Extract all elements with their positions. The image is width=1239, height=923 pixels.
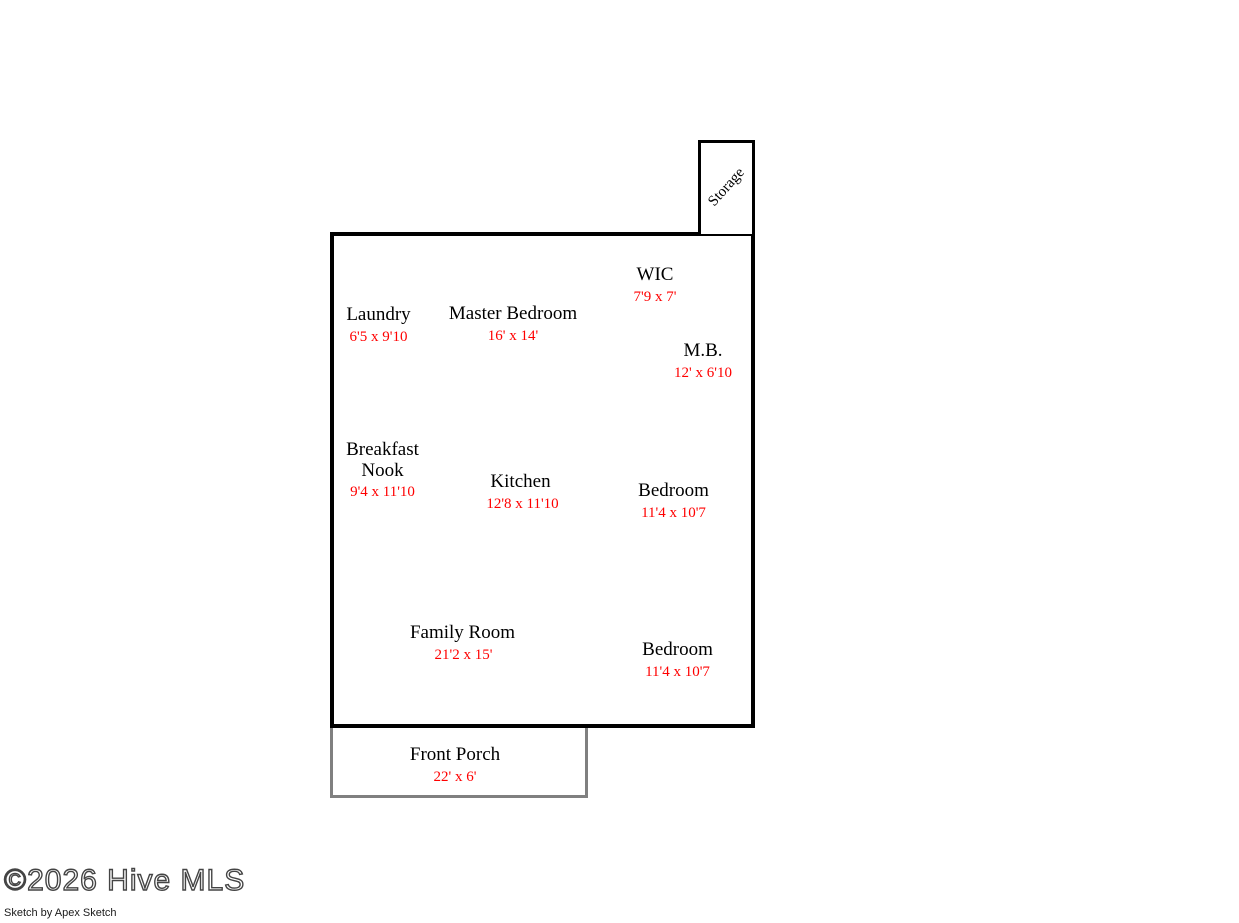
front-porch-outline — [330, 728, 588, 798]
family-room-dimensions: 21'2 x 15' — [434, 646, 493, 663]
kitchen-dimensions: 12'8 x 11'10 — [486, 495, 559, 512]
kitchen-room-name: Kitchen — [448, 471, 593, 493]
laundry-room-name: Laundry — [306, 304, 451, 326]
room-label-bedroom-lower: Bedroom 11'4 x 10'7 — [610, 639, 745, 680]
room-label-bedroom-middle: Bedroom 11'4 x 10'7 — [606, 480, 741, 521]
family-room-room-name: Family Room — [390, 622, 535, 644]
room-label-wic: WIC 7'9 x 7' — [590, 264, 720, 305]
breakfast-nook-name-line-2: Nook — [361, 459, 404, 481]
breakfast-nook-room-name: Breakfast Nook — [310, 439, 455, 481]
storage-room-outline — [698, 140, 755, 234]
family-room-name-line: Family Room — [409, 622, 516, 643]
kitchen-name-line: Kitchen — [490, 471, 551, 492]
bedroom-lower-dimensions: 11'4 x 10'7 — [645, 663, 710, 680]
wic-name-line: WIC — [636, 264, 674, 285]
front-porch-name-line: Front Porch — [409, 744, 501, 765]
room-label-breakfast-nook: Breakfast Nook 9'4 x 11'10 — [310, 439, 455, 501]
breakfast-nook-dimensions: 9'4 x 11'10 — [350, 484, 415, 501]
mb-name-line: M.B. — [683, 340, 723, 361]
room-label-family-room: Family Room 21'2 x 15' — [390, 622, 535, 663]
master-bedroom-dimensions: 16' x 14' — [487, 327, 539, 344]
breakfast-nook-name-line-1: Breakfast — [346, 439, 419, 460]
storage-room-label: Storage — [698, 140, 755, 234]
room-label-master-bedroom: Master Bedroom 16' x 14' — [438, 303, 588, 344]
wic-room-name: WIC — [590, 264, 720, 286]
mb-dimensions: 12' x 6'10 — [674, 364, 732, 381]
main-house-outline — [330, 232, 755, 728]
master-bedroom-name-line: Master Bedroom — [448, 303, 578, 324]
wic-dimensions: 7'9 x 7' — [633, 288, 677, 305]
bedroom-lower-name-line: Bedroom — [642, 639, 713, 660]
room-label-kitchen: Kitchen 12'8 x 11'10 — [448, 471, 593, 512]
laundry-dimensions: 6'5 x 9'10 — [349, 328, 408, 345]
storage-room-name: Storage — [704, 164, 748, 210]
front-porch-room-name: Front Porch — [385, 744, 525, 766]
bedroom-middle-room-name: Bedroom — [606, 480, 741, 502]
bedroom-middle-dimensions: 11'4 x 10'7 — [641, 504, 706, 521]
bedroom-middle-name-line: Bedroom — [638, 480, 709, 501]
sketch-credit-text: Sketch by Apex Sketch — [4, 907, 117, 919]
mb-room-name: M.B. — [638, 340, 768, 362]
bedroom-lower-room-name: Bedroom — [610, 639, 745, 661]
room-label-laundry: Laundry 6'5 x 9'10 — [306, 304, 451, 345]
front-porch-dimensions: 22' x 6' — [433, 768, 477, 785]
room-label-mb: M.B. 12' x 6'10 — [638, 340, 768, 381]
master-bedroom-room-name: Master Bedroom — [438, 303, 588, 325]
laundry-name-line: Laundry — [346, 304, 411, 325]
room-label-front-porch: Front Porch 22' x 6' — [385, 744, 525, 785]
mls-copyright-watermark: ©2026 Hive MLS — [3, 863, 246, 897]
